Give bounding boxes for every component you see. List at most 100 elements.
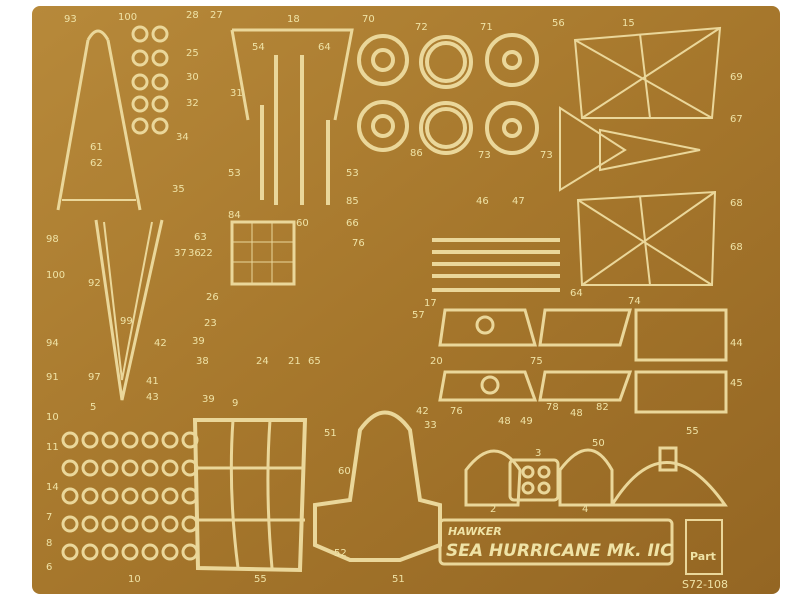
- svg-text:30: 30: [186, 72, 199, 83]
- svg-text:3: 3: [535, 448, 541, 459]
- svg-text:20: 20: [430, 356, 443, 367]
- small-ring-part: [131, 25, 149, 43]
- svg-text:73: 73: [478, 150, 491, 161]
- instrument-panels: [464, 448, 614, 507]
- svg-text:25: 25: [186, 48, 199, 59]
- svg-text:62: 62: [90, 158, 103, 169]
- part-15-panel: [559, 26, 722, 286]
- small-ring-part: [101, 487, 119, 505]
- small-ring-part: [161, 515, 179, 533]
- svg-text:22: 22: [200, 248, 213, 259]
- small-ring-part: [101, 543, 119, 561]
- svg-text:2: 2: [490, 504, 496, 515]
- small-ring-part: [151, 95, 169, 113]
- svg-text:84: 84: [228, 210, 241, 221]
- svg-text:76: 76: [352, 238, 365, 249]
- small-ring-part: [121, 543, 139, 561]
- small-ring-part: [81, 543, 99, 561]
- svg-text:61: 61: [90, 142, 103, 153]
- svg-text:42: 42: [416, 406, 429, 417]
- svg-text:14: 14: [46, 482, 59, 493]
- svg-text:63: 63: [194, 232, 207, 243]
- elliptical-pieces: [438, 308, 633, 402]
- small-ring-part: [61, 487, 79, 505]
- svg-text:34: 34: [176, 132, 189, 143]
- svg-text:26: 26: [206, 292, 219, 303]
- part-55-canopy-frame: [192, 418, 308, 573]
- svg-text:71: 71: [480, 22, 493, 33]
- svg-text:55: 55: [686, 426, 699, 437]
- small-ring-part: [151, 73, 169, 91]
- svg-text:66: 66: [346, 218, 359, 229]
- svg-text:68: 68: [730, 242, 743, 253]
- svg-text:27: 27: [210, 10, 223, 21]
- small-ring-part: [161, 543, 179, 561]
- small-ring-part: [81, 487, 99, 505]
- small-ring-part: [81, 459, 99, 477]
- svg-text:100: 100: [46, 270, 65, 281]
- svg-text:93: 93: [64, 14, 77, 25]
- svg-text:50: 50: [592, 438, 605, 449]
- small-ring-part: [141, 543, 159, 561]
- small-ring-part: [161, 431, 179, 449]
- svg-text:43: 43: [146, 392, 159, 403]
- svg-text:17: 17: [424, 298, 437, 309]
- svg-text:46: 46: [476, 196, 489, 207]
- svg-text:99: 99: [120, 316, 133, 327]
- svg-text:45: 45: [730, 378, 743, 389]
- brand-logo-text: Part: [690, 550, 716, 563]
- svg-text:100: 100: [118, 12, 137, 23]
- small-ring-part: [121, 431, 139, 449]
- svg-text:51: 51: [324, 428, 337, 439]
- small-ring-part: [131, 49, 149, 67]
- svg-text:68: 68: [730, 198, 743, 209]
- svg-text:65: 65: [308, 356, 321, 367]
- svg-text:39: 39: [202, 394, 215, 405]
- svg-text:33: 33: [424, 420, 437, 431]
- small-ring-part: [61, 459, 79, 477]
- svg-text:74: 74: [628, 296, 641, 307]
- svg-text:7: 7: [46, 512, 52, 523]
- svg-text:10: 10: [128, 574, 141, 585]
- dome-piece: [609, 446, 728, 507]
- svg-text:11: 11: [46, 442, 59, 453]
- svg-text:6: 6: [46, 562, 52, 573]
- svg-text:97: 97: [88, 372, 101, 383]
- part-number-labels: 93 100 28 27 18 70 72 71 56 15 25 30 31 …: [46, 10, 743, 585]
- svg-text:38: 38: [196, 356, 209, 367]
- svg-text:28: 28: [186, 10, 199, 21]
- svg-text:4: 4: [582, 504, 588, 515]
- svg-text:52: 52: [334, 548, 347, 559]
- slats: [432, 238, 560, 292]
- wheel-discs: [357, 33, 539, 155]
- svg-text:67: 67: [730, 114, 743, 125]
- svg-text:94: 94: [46, 338, 59, 349]
- small-ring-part: [131, 117, 149, 135]
- svg-text:48: 48: [570, 408, 583, 419]
- part-18-frame: [230, 28, 354, 121]
- svg-text:57: 57: [412, 310, 425, 321]
- svg-text:53: 53: [228, 168, 241, 179]
- small-ring-part: [151, 25, 169, 43]
- small-ring-part: [101, 515, 119, 533]
- grid-panel: [230, 220, 296, 286]
- svg-text:76: 76: [450, 406, 463, 417]
- part-61-panel: [313, 410, 442, 562]
- small-ring-part: [151, 49, 169, 67]
- svg-text:24: 24: [256, 356, 269, 367]
- svg-text:41: 41: [146, 376, 159, 387]
- svg-text:44: 44: [730, 338, 743, 349]
- svg-text:5: 5: [90, 402, 96, 413]
- svg-text:86: 86: [410, 148, 423, 159]
- nameplate-top-line: HAWKER: [448, 525, 502, 538]
- svg-text:51: 51: [392, 574, 405, 585]
- small-ring-part: [121, 515, 139, 533]
- svg-text:42: 42: [154, 338, 167, 349]
- svg-text:32: 32: [186, 98, 199, 109]
- svg-text:60: 60: [338, 466, 351, 477]
- svg-text:23: 23: [204, 318, 217, 329]
- small-ring-part: [131, 73, 149, 91]
- svg-text:56: 56: [552, 18, 565, 29]
- small-ring-part: [81, 431, 99, 449]
